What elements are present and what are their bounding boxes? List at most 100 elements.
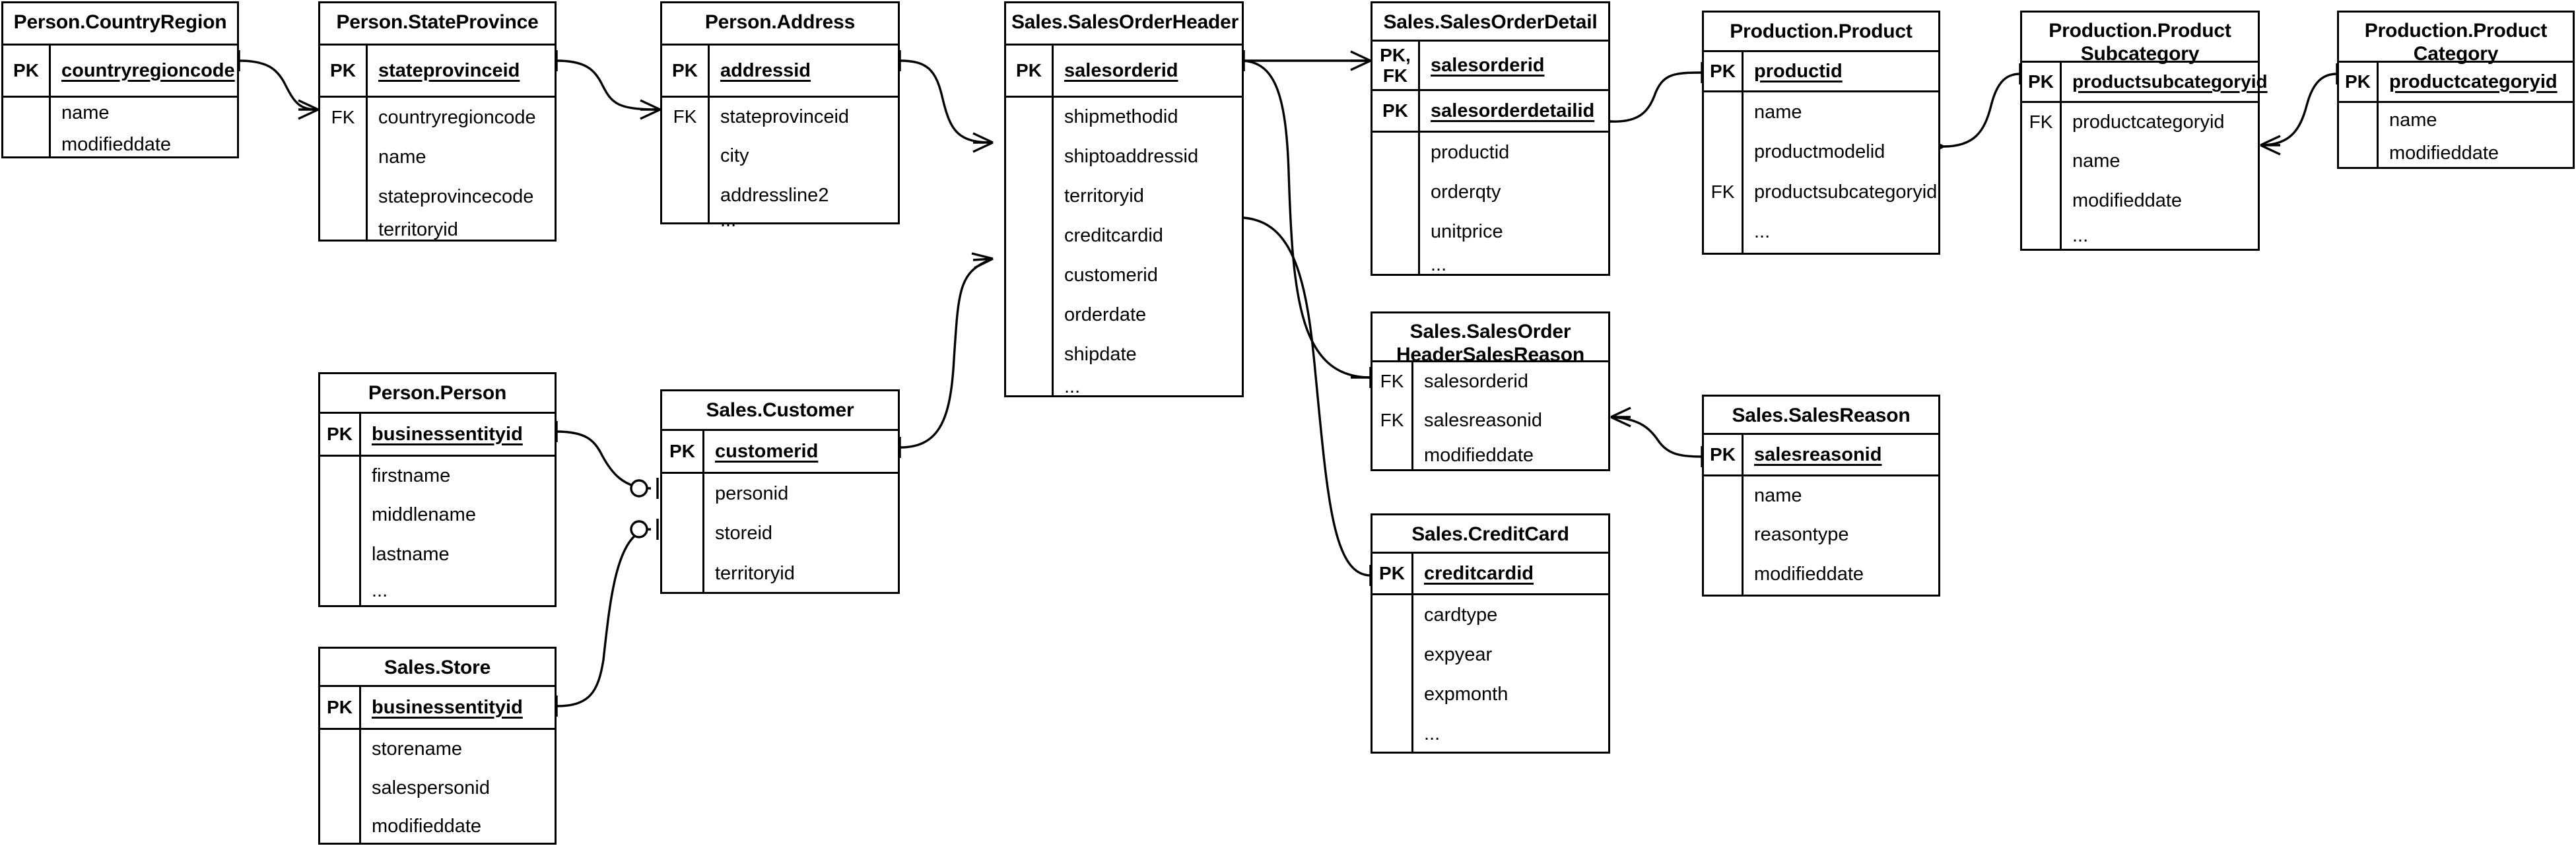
attribute-row: territoryid: [378, 219, 458, 240]
key-field-name: salesreasonid: [1754, 443, 1882, 465]
entity-attribute-section: storename salespersonid modifieddate: [320, 728, 555, 843]
entity-title: Person.CountryRegion: [3, 3, 237, 46]
zero-marker-customer-storeid: [630, 520, 648, 538]
entity-person-person[interactable]: Person.Person PK businessentityid firstn…: [318, 372, 557, 607]
attribute-row: ...: [1431, 253, 1447, 275]
entity-title: Production.Product Category: [2339, 13, 2573, 65]
entity-title: Sales.Customer: [662, 391, 898, 431]
entity-key-section: PK productid: [1704, 52, 1938, 90]
attribute-row: creditcardid: [1064, 224, 1163, 246]
key-marker: PK: [662, 431, 704, 472]
entity-attribute-section: cardtype expyear expmonth ...: [1373, 593, 1608, 752]
entity-key-row: PK creditcardid: [1373, 554, 1608, 593]
entity-key-section: PK salesorderid: [1006, 46, 1242, 96]
attribute-row: orderqty: [1431, 181, 1501, 203]
attribute-row: city: [720, 145, 749, 166]
attribute-row: name: [1754, 101, 1802, 123]
attribute-row: modifieddate: [2389, 142, 2499, 164]
entity-attribute-section: firstname middlename lastname ...: [320, 455, 555, 605]
entity-sales-salesorderheader[interactable]: Sales.SalesOrderHeader PK salesorderid s…: [1004, 1, 1244, 397]
entity-key-section: PK productsubcategoryid: [2022, 63, 2268, 101]
entity-key-section: PK salesreasonid: [1704, 435, 1938, 474]
entity-title: Sales.SalesOrderHeader: [1006, 3, 1242, 46]
entity-production-productsubcategory[interactable]: Production.Product Subcategory PK produc…: [2020, 11, 2268, 251]
edge-subcategory-category: [2260, 73, 2338, 146]
entity-attribute-section: productid orderqty unitprice ...: [1373, 131, 1608, 276]
key-field-name: salesorderid: [1431, 54, 1545, 76]
entity-title: Sales.SalesReason: [1704, 397, 1938, 435]
attribute-key-marker: FK: [1711, 181, 1735, 202]
entity-title: Person.Person: [320, 374, 555, 414]
key-marker: PK: [1704, 435, 1744, 474]
attribute-row: ...: [372, 579, 388, 601]
edge-person-customer: [556, 430, 652, 490]
entity-attribute-section: FK stateprovinceid city addressline2 ...: [662, 96, 898, 231]
attribute-row: productcategoryid: [2072, 111, 2225, 133]
entity-title: Production.Product: [1704, 13, 1938, 52]
key-field-name: productsubcategoryid: [2072, 71, 2268, 92]
entity-sales-salesreason[interactable]: Sales.SalesReason PK salesreasonid name …: [1702, 395, 1940, 597]
attribute-row: modifieddate: [1424, 445, 1534, 466]
crowsfoot-salesorderheader-customer: [971, 252, 994, 269]
key-marker: PK: [2022, 63, 2062, 101]
attribute-row: salespersonid: [372, 777, 490, 798]
crowsfoot-stateprovince: [298, 99, 319, 120]
entity-attribute-section: FK productcategoryid name modifieddate .…: [2022, 101, 2258, 249]
key-field-name: businessentityid: [372, 423, 523, 445]
attribute-row: name: [2072, 150, 2120, 172]
attribute-row: storeid: [715, 522, 773, 544]
entity-sales-salesorderdetail[interactable]: Sales.SalesOrderDetail PK, FK salesorder…: [1371, 1, 1610, 276]
entity-key-section: PK stateprovinceid: [320, 46, 555, 96]
entity-person-stateprovince[interactable]: Person.StateProvince PK stateprovinceid …: [318, 1, 557, 242]
key-field-name: customerid: [715, 440, 819, 462]
attribute-row: territoryid: [1064, 185, 1144, 207]
entity-key-row: PK productid: [1704, 52, 1938, 90]
entity-key-row: PK customerid: [662, 431, 898, 472]
entity-key-row: PK businessentityid: [320, 687, 555, 728]
attribute-row: countryregioncode: [378, 106, 536, 128]
attribute-row: firstname: [372, 465, 451, 486]
key-marker: PK: [662, 46, 710, 96]
attribute-row: unitprice: [1431, 220, 1503, 242]
attribute-row: shipmethodid: [1064, 106, 1178, 127]
entity-key-section: PK productcategoryid: [2339, 63, 2573, 101]
key-marker: PK: [320, 46, 368, 96]
attribute-row: modifieddate: [372, 815, 482, 837]
entity-key-section-2: PK salesorderdetailid: [1373, 89, 1608, 131]
entity-attribute-section: name reasontype modifieddate: [1704, 474, 1938, 595]
attribute-row: stateprovincecode: [378, 185, 534, 207]
attribute-row: ...: [1754, 220, 1771, 242]
entity-title: Person.Address: [662, 3, 898, 46]
entity-production-productcategory[interactable]: Production.Product Category PK productca…: [2337, 11, 2575, 169]
edge-salesreasonlink-salesreason: [1610, 416, 1703, 458]
entity-attribute-section: personid storeid territoryid: [662, 472, 898, 592]
attribute-row: modifieddate: [1754, 563, 1864, 585]
entity-person-address[interactable]: Person.Address PK addressid FK stateprov…: [660, 1, 900, 231]
entity-person-countryregion[interactable]: Person.CountryRegion PK countryregioncod…: [1, 1, 239, 158]
edge-address-salesorderheader: [899, 59, 994, 144]
entity-production-product[interactable]: Production.Product PK productid FK name …: [1702, 11, 1940, 255]
entity-key-row: PK productcategoryid: [2339, 63, 2573, 101]
key-marker: PK: [1704, 52, 1744, 90]
attribute-row: name: [61, 102, 110, 123]
attribute-key-marker: FK: [1380, 409, 1404, 430]
entity-key-section-1: PK, FK salesorderid: [1373, 42, 1608, 89]
edge-salesorderheader-creditcard: [1243, 216, 1371, 577]
key-field-name: salesorderdetailid: [1431, 100, 1595, 121]
attribute-row: stateprovinceid: [720, 106, 850, 127]
attribute-row: name: [2389, 109, 2437, 131]
entity-title: Sales.Store: [320, 649, 555, 687]
entity-sales-store[interactable]: Sales.Store PK businessentityid storenam…: [318, 647, 557, 845]
attribute-key-marker: FK: [331, 106, 355, 127]
entity-key-section: PK countryregioncode: [3, 46, 237, 96]
attribute-key-marker: FK: [1380, 370, 1404, 391]
entity-sales-customer[interactable]: Sales.Customer PK customerid personid st…: [660, 389, 900, 594]
crowsfoot-salesorderdetail: [1350, 50, 1371, 71]
key-field-name: stateprovinceid: [378, 59, 520, 81]
entity-sales-salesorderheadersalesreason[interactable]: Sales.SalesOrder HeaderSalesReason FK FK…: [1371, 311, 1610, 471]
entity-key-row: PK salesorderid: [1006, 46, 1242, 96]
entity-sales-creditcard[interactable]: Sales.CreditCard PK creditcardid cardtyp…: [1371, 513, 1610, 754]
attribute-row: territoryid: [715, 562, 795, 584]
attribute-row: productsubcategoryid: [1754, 181, 1938, 203]
attribute-row: expmonth: [1424, 683, 1508, 705]
